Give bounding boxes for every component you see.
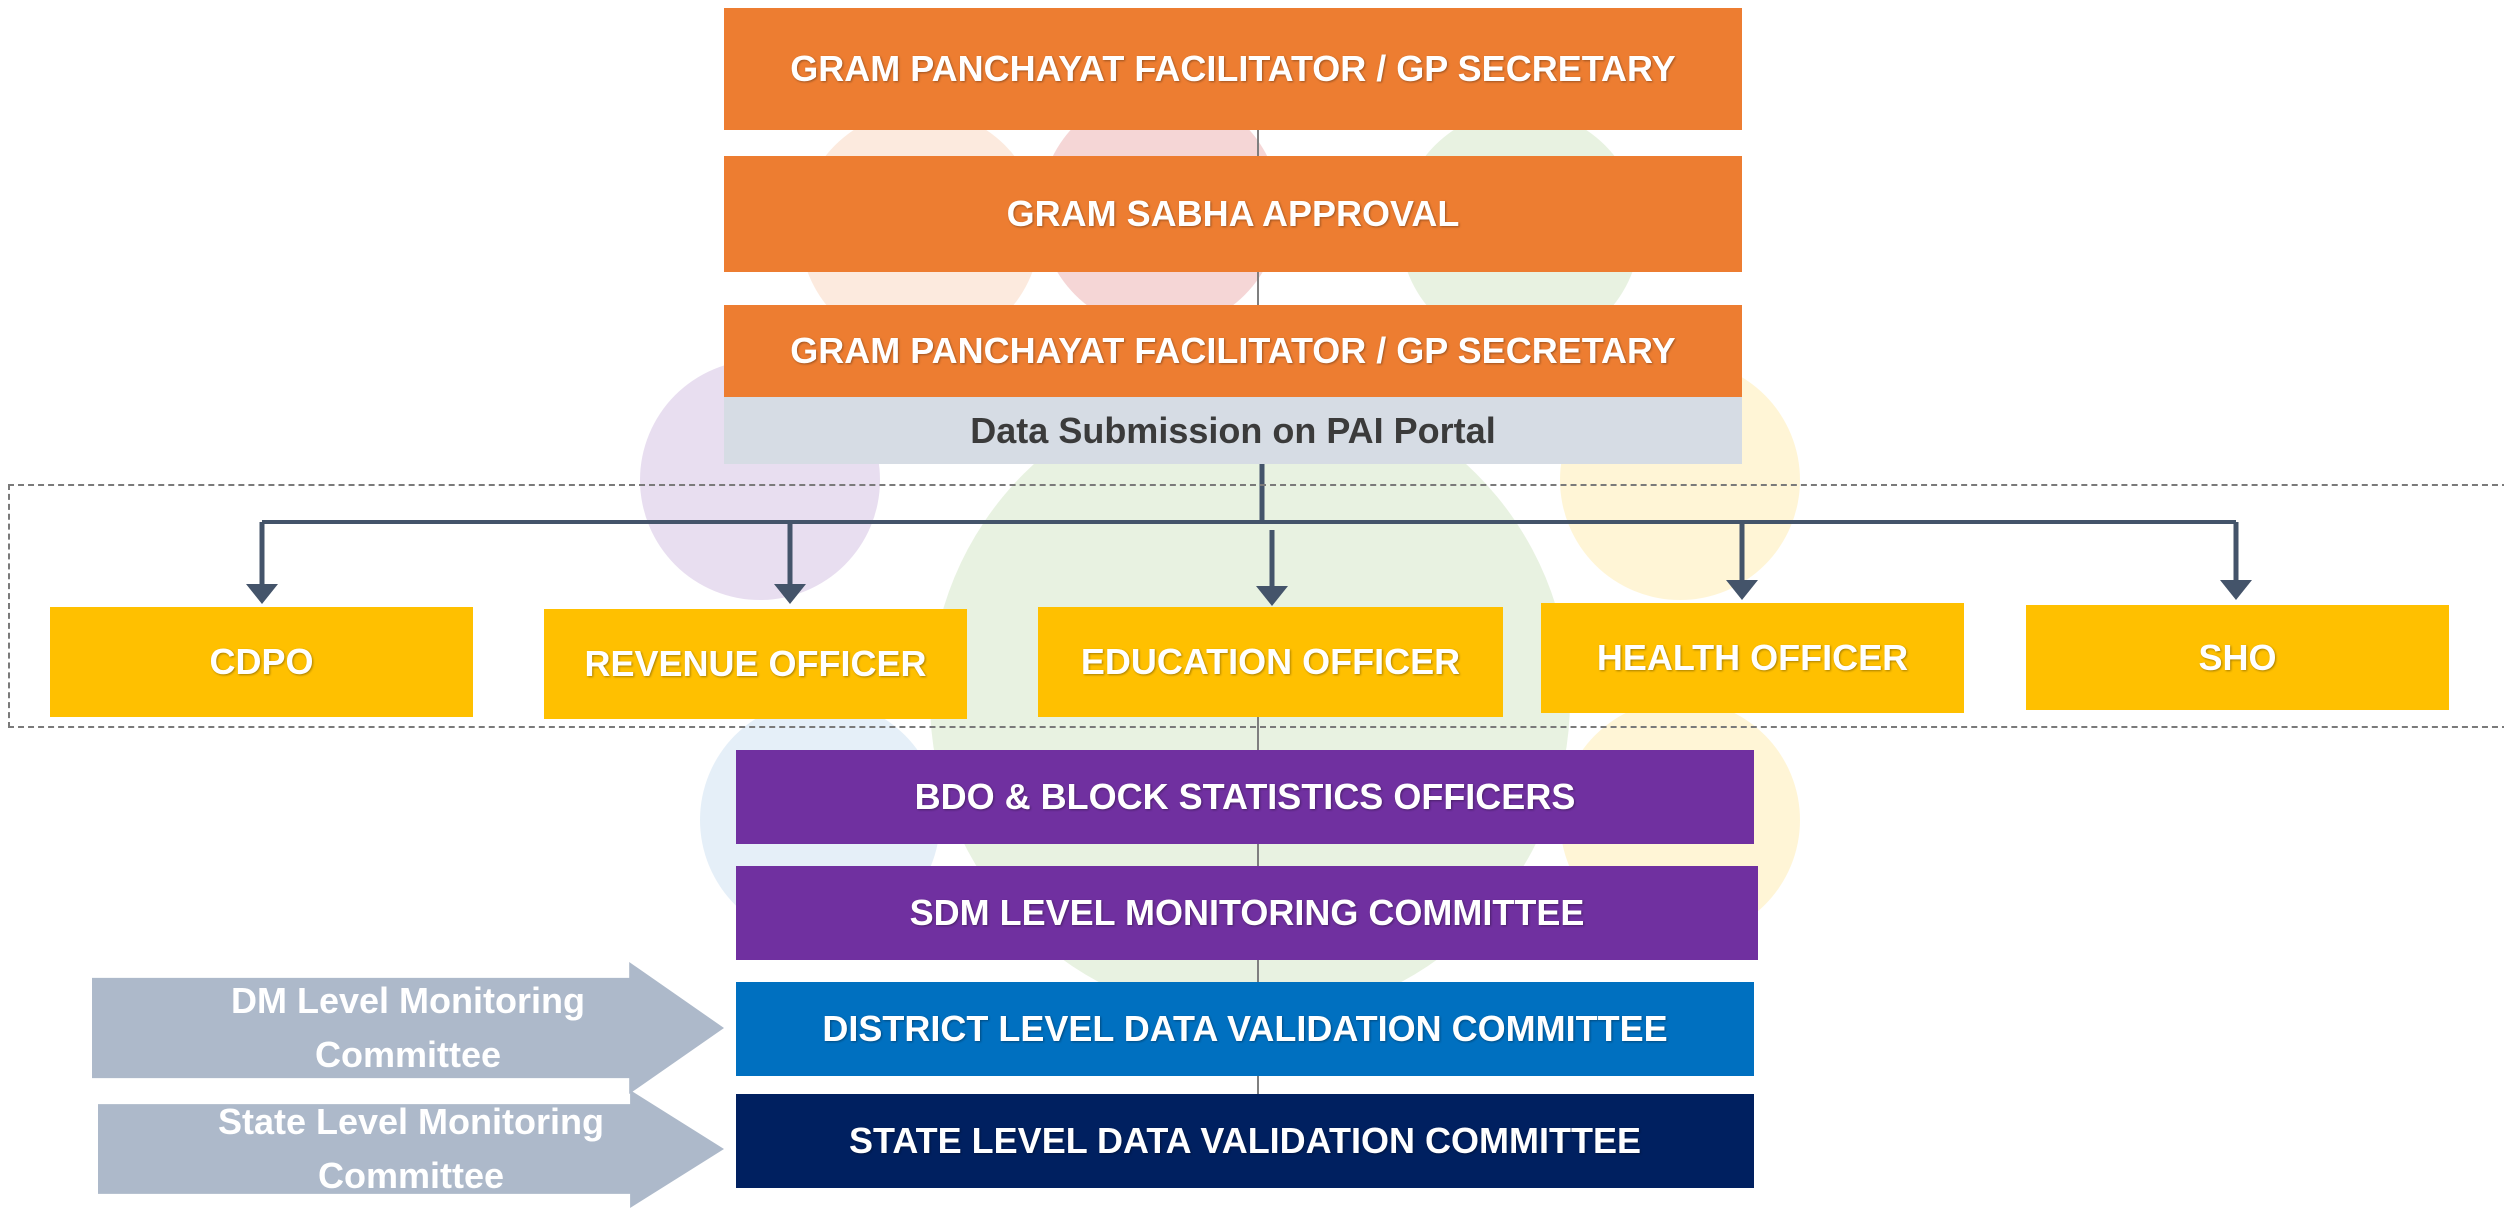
health-officer-box: HEALTH OFFICER [1541,603,1964,713]
gp-facilitator-box: GRAM PANCHAYAT FACILITATOR / GP SECRETAR… [724,8,1742,130]
data-submission-label: Data Submission on PAI Portal [970,409,1496,451]
officer-label: SHO [2198,636,2277,678]
sho-box: SHO [2026,605,2449,710]
officer-label: HEALTH OFFICER [1596,637,1909,678]
sdm-committee-box: SDM LEVEL MONITORING COMMITTEE [736,866,1758,960]
education-officer-box: EDUCATION OFFICER [1038,607,1503,717]
gp-facilitator-label: GRAM PANCHAYAT FACILITATOR / GP SECRETAR… [790,330,1676,371]
officers-group-frame [8,484,2504,728]
sdm-committee-label: SDM LEVEL MONITORING COMMITTEE [909,892,1585,933]
dm-monitoring-committee-label: DM Level Monitoring Committee [231,980,585,1075]
state-monitoring-committee-label: State Level Monitoring Committee [217,1101,605,1196]
data-submission-box: Data Submission on PAI Portal [724,397,1742,464]
state-validation-committee-box: STATE LEVEL DATA VALIDATION COMMITTEE [736,1094,1754,1188]
officer-label: CDPO [209,641,314,682]
state-monitoring-committee-arrow: State Level Monitoring Committee [98,1090,724,1208]
state-validation-committee-label: STATE LEVEL DATA VALIDATION COMMITTEE [849,1120,1641,1161]
district-validation-committee-label: DISTRICT LEVEL DATA VALIDATION COMMITTEE [822,1008,1668,1049]
dm-monitoring-committee-arrow: DM Level Monitoring Committee [92,962,724,1094]
gp-facilitator-label: GRAM PANCHAYAT FACILITATOR / GP SECRETAR… [790,48,1676,89]
cdpo-box: CDPO [50,607,473,717]
officer-label: EDUCATION OFFICER [1080,641,1461,682]
revenue-officer-box: REVENUE OFFICER [544,609,967,719]
officer-label: REVENUE OFFICER [584,643,927,684]
gram-sabha-approval-box: GRAM SABHA APPROVAL [724,156,1742,272]
district-validation-committee-box: DISTRICT LEVEL DATA VALIDATION COMMITTEE [736,982,1754,1076]
bdo-box: BDO & BLOCK STATISTICS OFFICERS [736,750,1754,844]
bdo-label: BDO & BLOCK STATISTICS OFFICERS [914,776,1576,817]
gram-sabha-approval-label: GRAM SABHA APPROVAL [1006,193,1460,234]
gp-facilitator-submission-box: GRAM PANCHAYAT FACILITATOR / GP SECRETAR… [724,305,1742,397]
